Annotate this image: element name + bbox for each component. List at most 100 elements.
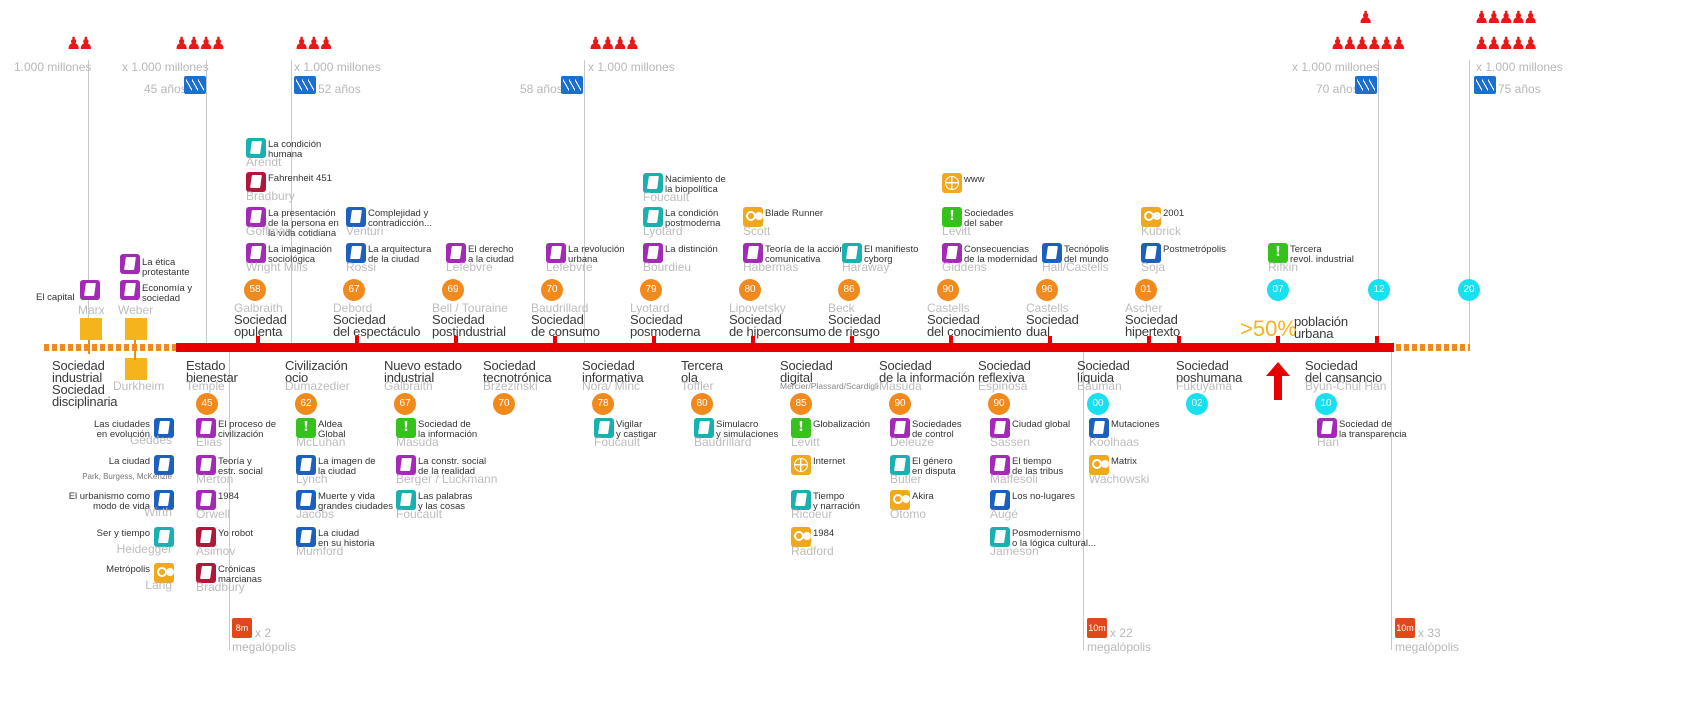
society-author: Lyotard [630, 301, 670, 315]
year-circle: 00 [1087, 393, 1109, 415]
work-title: Complejidad y contradicción... [368, 208, 432, 229]
book-icon [296, 527, 316, 547]
society-author: Temple [186, 379, 225, 393]
work-title: La condición postmoderna [665, 208, 721, 229]
timeline-tick [1177, 336, 1181, 352]
megalopolis-label: megalópolis [1087, 640, 1152, 654]
growth-icon [294, 76, 316, 94]
work-title: El tiempo de las tribus [1012, 456, 1064, 477]
work-title: Tercera revol. industrial [1290, 244, 1354, 265]
population-label: 1.000 millones [14, 60, 92, 74]
work-title: Aldea Global [318, 419, 346, 440]
film-icon [1141, 207, 1161, 227]
population-label: x 1.000 millones [1292, 60, 1379, 74]
growth-icon [1355, 76, 1377, 94]
society-name: Sociedad de consumo [531, 312, 600, 339]
work-author: Kubrick [1141, 224, 1182, 238]
book-icon [942, 243, 962, 263]
timeline-tick [355, 336, 359, 352]
work-title: La imaginación sociológica [268, 244, 332, 265]
work-title: Ciudad global [1012, 419, 1071, 430]
marker-square [125, 358, 147, 380]
years-label: 75 años [1498, 82, 1541, 96]
film-icon [1089, 455, 1109, 475]
society-name: Sociedad posmoderna [630, 312, 701, 339]
work-author: Scott [743, 224, 771, 238]
bang-icon [1268, 243, 1288, 263]
work-author: Bradbury [196, 580, 245, 594]
work-title: La revolución urbana [568, 244, 625, 265]
society-author: Byun-Chul Han [1305, 379, 1387, 393]
bang-icon [791, 418, 811, 438]
work-author: Wirth [144, 505, 172, 519]
society-author: Toffler [681, 379, 714, 393]
year-circle: 02 [1186, 393, 1208, 415]
growth-icon [184, 76, 206, 94]
year-circle: 96 [1036, 279, 1058, 301]
bang-icon [396, 418, 416, 438]
work-author: Wright Mills [246, 260, 308, 274]
book-icon [446, 243, 466, 263]
timeline-tick [553, 336, 557, 352]
book-icon [246, 172, 266, 192]
book-icon [346, 207, 366, 227]
book-icon [396, 490, 416, 510]
society-author: Castells [1026, 301, 1069, 315]
society-name: Sociedad dual [1026, 312, 1079, 339]
society-name: Sociedad del conocimiento [927, 312, 1022, 339]
year-circle: 45 [196, 393, 218, 415]
book-icon [396, 455, 416, 475]
book-icon [643, 207, 663, 227]
megalopolis-line [1083, 350, 1084, 650]
work-title: Las palabras y las cosas [418, 491, 473, 512]
megalopolis-badge: 10m [1395, 618, 1415, 638]
megalopolis-line [1391, 350, 1392, 650]
timeline-dashes-right [1396, 344, 1470, 351]
book-icon [154, 455, 174, 475]
book-icon [990, 455, 1010, 475]
year-circle: 90 [889, 393, 911, 415]
population-figures-icon: ♟♟♟♟♟♟ [1330, 34, 1406, 54]
work-title: La constr. social de la realidad [418, 456, 487, 477]
book-icon [196, 490, 216, 510]
population-figures-icon: ♟♟♟♟♟ [1474, 34, 1538, 54]
work-author: Levitt [942, 224, 971, 238]
society-author: Galbraith [234, 301, 283, 315]
timeline-tick [949, 336, 953, 352]
year-circle: 62 [295, 393, 317, 415]
book-icon [890, 455, 910, 475]
globe-icon [791, 455, 811, 475]
timeline-tick [256, 336, 260, 352]
population-line [1469, 60, 1470, 350]
book-icon [154, 490, 174, 510]
population-line [88, 60, 89, 350]
megalopolis-mult: x 33 [1418, 626, 1441, 640]
book-icon [842, 243, 862, 263]
population-figures-icon: ♟♟♟ [294, 34, 334, 54]
work-author: Foucault [396, 507, 443, 521]
society-author: Masuda [879, 379, 922, 393]
film-icon [791, 527, 811, 547]
work-author: McLuhan [296, 435, 346, 449]
population-figures-icon: ♟ [1358, 8, 1373, 28]
timeline-tick [1276, 336, 1280, 352]
work-title: Vigilar y castigar [616, 419, 657, 440]
book-icon [196, 563, 216, 583]
work-title: Sociedad de la información [418, 419, 478, 440]
bang-icon [296, 418, 316, 438]
work-title: La ciudad [108, 456, 150, 467]
work-author: Haraway [842, 260, 890, 274]
work-author: Orwell [196, 507, 231, 521]
marker-square [125, 318, 147, 340]
society-name: Nuevo estado industrial [384, 358, 462, 385]
work-title: Las ciudades en evolución [94, 419, 150, 440]
timeline-tick [1147, 336, 1151, 352]
urban-percent: >50% [1240, 316, 1297, 341]
work-title: Sociedades del saber [964, 208, 1014, 229]
book-icon [1141, 243, 1161, 263]
year-circle: 78 [592, 393, 614, 415]
year-circle: 10 [1315, 393, 1337, 415]
book-icon [643, 243, 663, 263]
work-title: Sociedades de control [912, 419, 962, 440]
